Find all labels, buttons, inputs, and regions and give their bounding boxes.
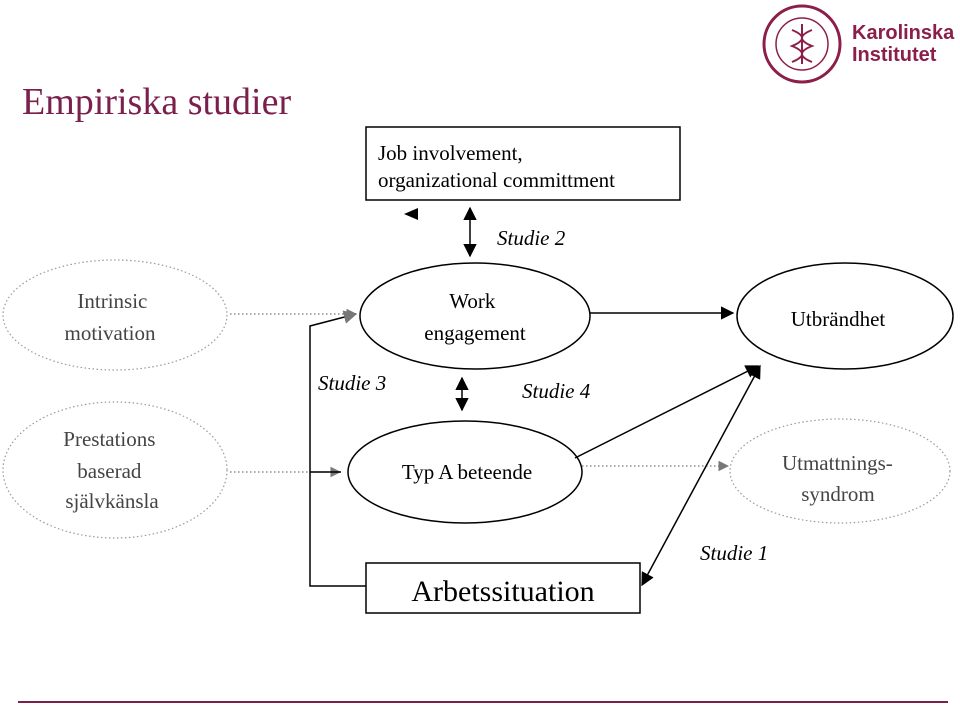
- typ-a-text: Typ A beteende: [402, 460, 532, 484]
- prestations-line-3: självkänsla: [65, 489, 159, 513]
- karolinska-seal-icon: [762, 4, 842, 84]
- intrinsic-motivation-ellipse: [2, 259, 228, 371]
- intrinsic-line-2: motivation: [65, 321, 156, 345]
- typ-a-ellipse: [347, 420, 583, 524]
- studie-2-label: Studie 2: [497, 226, 566, 250]
- work-engagement-line-2: engagement: [424, 321, 526, 345]
- job-involvement-box: [365, 126, 681, 201]
- work-engagement-text: Work engagement: [424, 289, 526, 345]
- studie-4-label: Studie 4: [522, 379, 591, 403]
- work-engagement-ellipse: [359, 262, 591, 370]
- utmattning-text: Utmattnings- syndrom: [782, 451, 898, 506]
- logo-line-2: Institutet: [852, 44, 937, 66]
- arrow-arbets-to-utbrandhet: [641, 364, 761, 587]
- prestations-text: Prestations baserad självkänsla: [63, 427, 160, 513]
- utbrandhet-ellipse: [736, 262, 954, 370]
- prestations-ellipse: [2, 401, 228, 539]
- job-involvement-line-1: Job involvement,: [378, 141, 523, 165]
- karolinska-logo-wordmark: Karolinska Institutet: [852, 22, 954, 66]
- prestations-line-2: baserad: [77, 459, 142, 483]
- prestations-line-1: Prestations: [63, 427, 155, 451]
- arrow-typa-to-utbrandhet: [574, 365, 760, 459]
- studie-3-label: Studie 3: [318, 371, 386, 395]
- arbetssituation-text: Arbetssituation: [411, 575, 594, 608]
- small-arrowhead: [404, 208, 418, 220]
- connector-arbets-to-work: [309, 310, 366, 587]
- intrinsic-motivation-text: Intrinsic motivation: [65, 289, 156, 345]
- studie-1-label: Studie 1: [700, 541, 768, 565]
- utmattning-line-1: Utmattnings-: [782, 451, 893, 475]
- logo-line-1: Karolinska: [852, 22, 955, 44]
- job-involvement-line-2: organizational committment: [378, 168, 615, 192]
- utmattning-line-2: syndrom: [801, 482, 875, 506]
- work-engagement-line-1: Work: [449, 289, 496, 313]
- job-involvement-text: Job involvement, organizational committm…: [378, 141, 615, 192]
- arbetssituation-box: [365, 562, 641, 614]
- slide-title: Empiriska studier: [22, 81, 292, 123]
- intrinsic-line-1: Intrinsic: [77, 289, 147, 313]
- utbrandhet-text: Utbrändhet: [791, 307, 886, 331]
- utmattning-ellipse: [729, 418, 951, 524]
